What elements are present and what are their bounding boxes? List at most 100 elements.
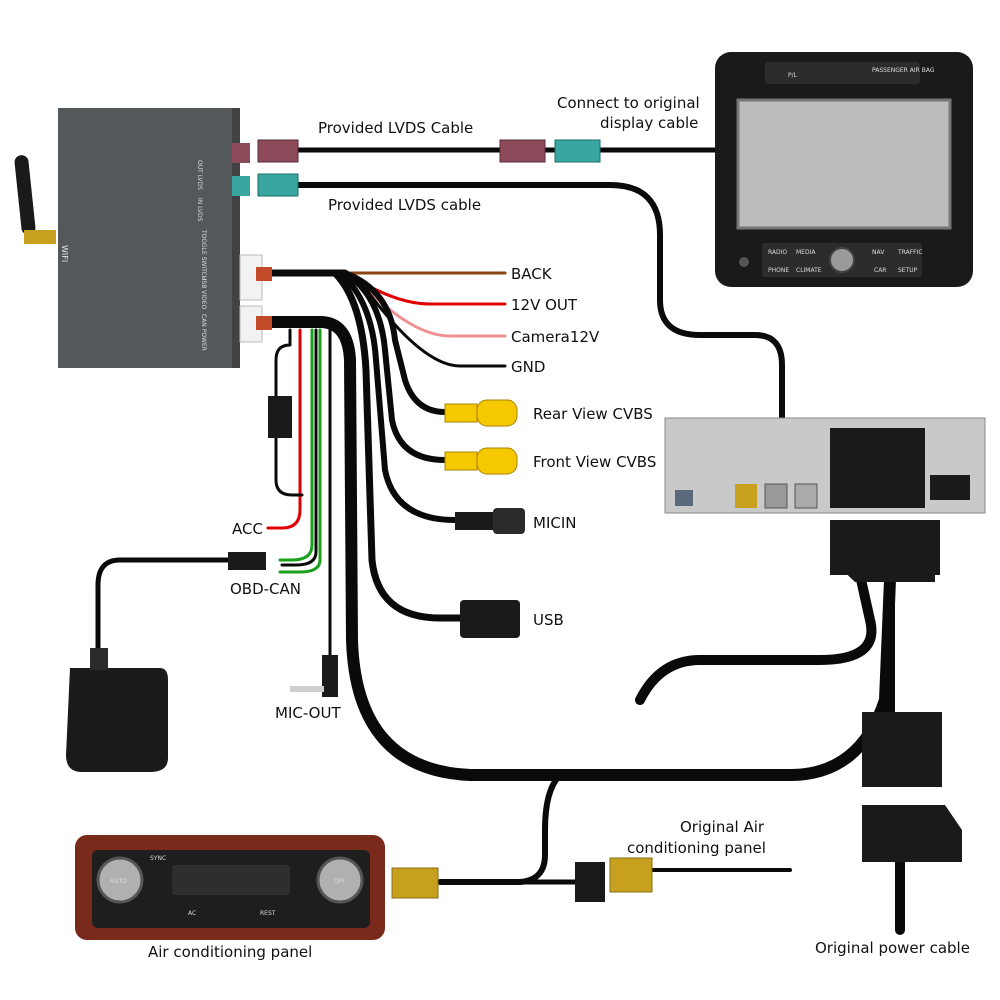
harness-loop [635, 570, 877, 705]
ac-orig-plug [609, 857, 653, 893]
obd-plug [66, 668, 168, 772]
btn-media: MEDIA [796, 249, 816, 256]
micout-pin [290, 686, 324, 692]
label-camera12v: Camera12V [511, 328, 600, 346]
lvds-in-cable [295, 182, 785, 428]
power-plug [256, 316, 272, 330]
micin-socket [493, 508, 525, 534]
port-label-can-power: CAN POWER [200, 314, 207, 351]
usb-cable [331, 269, 464, 622]
power-connectors [391, 522, 962, 902]
power-plug-top [832, 522, 935, 582]
ac-panel: SYNC AUTO OFF AC REST [75, 835, 385, 940]
label-micin: MICIN [533, 514, 576, 532]
btn-radio: RADIO [768, 249, 787, 256]
fakra-gray-2 [794, 483, 818, 509]
btn-phone: PHONE [768, 267, 789, 274]
label-ac-orig-1: Original Air [680, 818, 765, 836]
aux-socket [930, 475, 970, 500]
ac-left-knob [96, 856, 144, 904]
micin-cable [337, 270, 458, 523]
can-black-wire [280, 328, 318, 567]
ac-panel-plug [391, 867, 439, 899]
btn-car: CAR [874, 267, 886, 274]
ac-link-plug [575, 862, 605, 902]
cables [95, 147, 905, 935]
antenna-socket [675, 490, 693, 506]
label-lvds-in: Provided LVDS cable [328, 196, 481, 214]
acc-wire [266, 328, 302, 530]
lvds-in-plug [257, 173, 299, 197]
btn-traffic: TRAFFIC [897, 249, 923, 256]
module-body [58, 108, 234, 368]
front-rca-body [476, 447, 518, 475]
module-side [232, 108, 240, 368]
label-ac-orig-2: conditioning panel [627, 839, 766, 857]
volume-knob [829, 247, 855, 273]
fakra-gray-1 [764, 483, 788, 509]
power-plug-bottom [862, 805, 962, 862]
in-lvds-port [232, 176, 250, 196]
can-green-wire-2 [278, 328, 322, 574]
rear-rca-body [476, 399, 518, 427]
ac-right-knob [316, 856, 364, 904]
label-usb: USB [533, 611, 564, 629]
port-label-out-lvds: OUT LVDS [196, 160, 203, 190]
label-front-cvbs: Front View CVBS [533, 453, 656, 471]
label-12v-out: 12V OUT [511, 296, 578, 314]
can-green-wire-1 [278, 328, 314, 562]
front-cvbs-cable [342, 270, 448, 463]
obd-can-connector [228, 552, 266, 570]
btn-nav: NAV [872, 249, 885, 256]
micout-plug [322, 655, 338, 697]
front-rca-plug [444, 451, 478, 471]
label-display-1: Connect to original [557, 94, 700, 112]
port-label-usb-video: USB VIDEO [200, 276, 207, 310]
video-plug [256, 267, 272, 281]
fakra-gold [735, 484, 757, 508]
out-lvds-port [232, 143, 250, 163]
antenna-connector [24, 230, 56, 244]
label-power-cable: Original power cable [815, 939, 970, 957]
lvds-mid-plug [499, 139, 546, 163]
rear-cvbs-cable [342, 270, 448, 415]
acc-fuse-holder [268, 396, 292, 438]
rear-rca-plug [444, 403, 478, 423]
ac-btn-rest: REST [260, 910, 276, 917]
label-display-2: display cable [600, 114, 698, 132]
interface-module: WIFI OUT LVDS IN LVDS TOGGLE SWITCH USB … [14, 108, 272, 368]
label-ac-panel: Air conditioning panel [148, 943, 312, 961]
ac-btn-sync: SYNC [150, 855, 166, 862]
power-button [739, 257, 749, 267]
label-rear-cvbs: Rear View CVBS [533, 405, 653, 423]
port-label-toggle: TOGGLE SWITCH [200, 229, 207, 280]
lvds-out-plug [257, 139, 299, 163]
ac-btn-ac: AC [188, 910, 196, 917]
top-button-strip [765, 62, 920, 84]
micin-plug [455, 512, 495, 530]
label-obd-can: OBD-CAN [230, 580, 301, 598]
label-mic-out: MIC-OUT [275, 704, 341, 722]
labels: Provided LVDS Cable Provided LVDS cable … [148, 94, 970, 961]
power-adapter-block [862, 712, 942, 787]
obd-cable [95, 557, 231, 651]
lvds-display-plug [554, 139, 601, 163]
power-bundle [264, 316, 896, 781]
port-label-in-lvds: IN LVDS [196, 198, 203, 222]
quadlock-socket [830, 428, 925, 508]
label-gnd: GND [511, 358, 545, 376]
obd-strain-relief [90, 648, 108, 670]
ac-display [172, 865, 290, 895]
label-lvds-out: Provided LVDS Cable [318, 119, 473, 137]
wifi-label: WIFI [60, 245, 69, 262]
display-screen [736, 98, 952, 230]
end-connectors [66, 396, 525, 772]
label-acc: ACC [232, 520, 263, 538]
top-btn-pl: P/L [788, 72, 798, 79]
wifi-antenna [14, 155, 36, 235]
head-unit-display: P/L PASSENGER AIR BAG RADIO MEDIA NAV TR… [715, 52, 973, 287]
ac-branch-cable [437, 772, 563, 885]
label-back: BACK [511, 265, 553, 283]
top-btn-airbag: PASSENGER AIR BAG [872, 67, 935, 74]
